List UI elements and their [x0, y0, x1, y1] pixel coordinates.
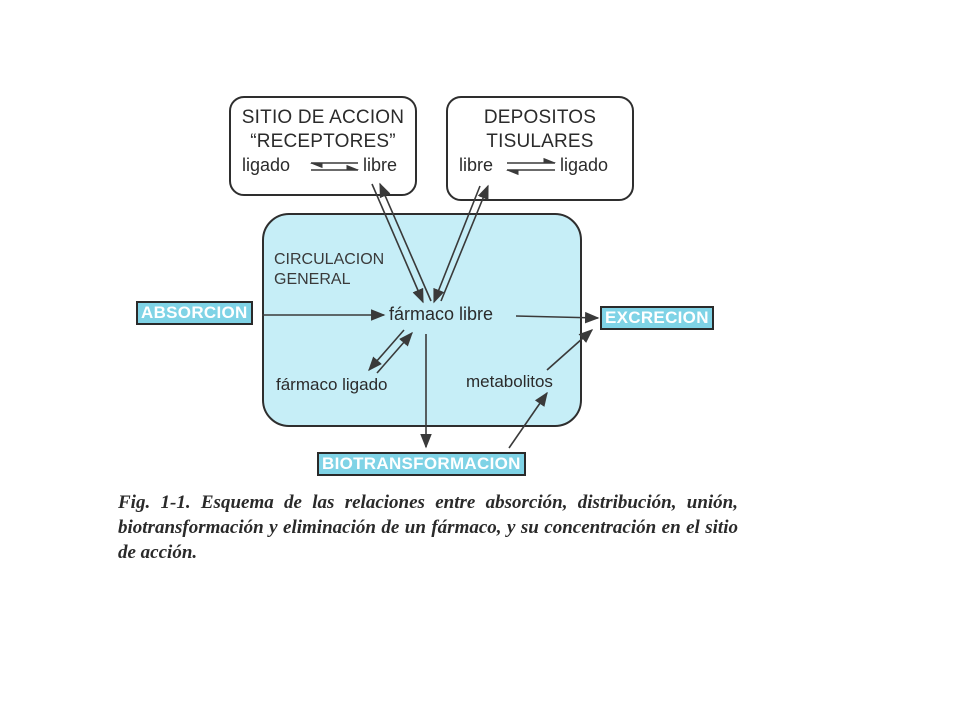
circulation-label: CIRCULACION GENERAL — [274, 250, 384, 290]
arrow-to-metabolites — [508, 391, 548, 449]
arrow-receptor-to-free — [371, 183, 424, 304]
excretion-tag: EXCRECION — [600, 306, 714, 330]
free-drug-label: fármaco libre — [389, 304, 494, 324]
deposit-bound-label: ligado — [560, 155, 609, 175]
arrow-bound-to-free — [376, 331, 413, 374]
arrow-free-to-bound — [368, 329, 405, 372]
arrow-metabolites-to-excretion — [546, 329, 594, 371]
deposit-free-label: libre — [459, 155, 494, 175]
absorption-tag: ABSORCION — [136, 301, 253, 325]
metabolites-label: metabolitos — [466, 372, 553, 391]
receptor-bound-label: ligado — [242, 155, 291, 175]
receptor-box-title: SITIO DE ACCION “RECEPTORES” — [230, 106, 416, 154]
circulation-label-line1: CIRCULACION — [274, 251, 385, 268]
arrow-free-to-deposit — [440, 184, 489, 302]
deposit-equilibrium-icon — [505, 157, 557, 176]
deposit-title-line2: TISULARES — [486, 131, 594, 152]
circulation-label-line2: GENERAL — [274, 271, 351, 288]
deposit-box-title: DEPOSITOS TISULARES — [447, 106, 633, 154]
arrow-free-to-receptor — [379, 182, 432, 302]
bound-drug-label: fármaco ligado — [276, 375, 388, 394]
figure-caption: Fig. 1-1. Esquema de las relaciones entr… — [118, 492, 738, 563]
biotransformation-tag: BIOTRANSFORMACION — [317, 452, 526, 476]
arrow-excretion — [515, 311, 600, 324]
arrow-deposit-to-free — [433, 185, 481, 304]
deposit-box — [446, 96, 634, 201]
receptor-title-line1: SITIO DE ACCION — [241, 107, 405, 128]
receptor-title-line2: “RECEPTORES” — [250, 131, 396, 152]
receptor-box — [229, 96, 417, 196]
circulation-compartment — [262, 213, 582, 427]
receptor-free-label: libre — [363, 155, 398, 175]
deposit-title-line1: DEPOSITOS — [483, 107, 597, 128]
receptor-equilibrium-icon — [309, 162, 360, 171]
